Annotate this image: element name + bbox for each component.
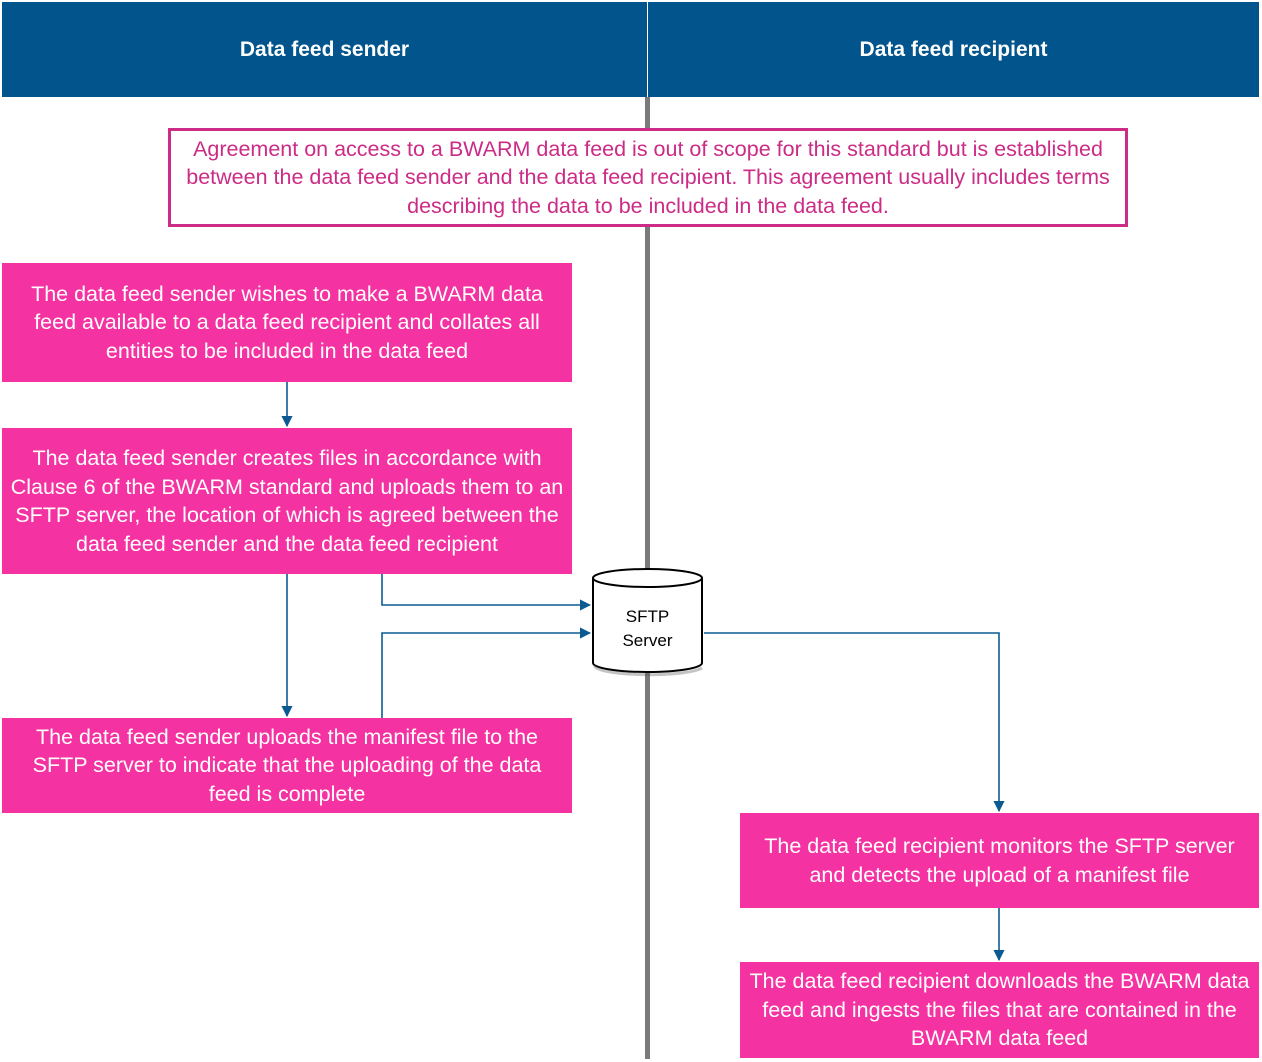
sftp-server-label-line2: Server xyxy=(622,631,672,650)
step-sender-upload-manifest: The data feed sender uploads the manifes… xyxy=(2,718,572,813)
step-recipient-monitor: The data feed recipient monitors the SFT… xyxy=(740,813,1259,908)
step-recipient-monitor-text: The data feed recipient monitors the SFT… xyxy=(764,834,1235,887)
step-recipient-download: The data feed recipient downloads the BW… xyxy=(740,962,1259,1058)
arrow-create-to-server xyxy=(381,574,592,611)
arrow-server-to-monitor xyxy=(704,632,1005,813)
lane-header-sender: Data feed sender xyxy=(2,2,647,97)
agreement-note: Agreement on access to a BWARM data feed… xyxy=(168,128,1128,227)
step-sender-upload-manifest-text: The data feed sender uploads the manifes… xyxy=(32,724,542,806)
sftp-server-database-icon: SFTP Server xyxy=(592,568,703,677)
agreement-note-text: Agreement on access to a BWARM data feed… xyxy=(186,136,1110,218)
arrow-manifest-to-server xyxy=(381,627,592,718)
step-recipient-download-text: The data feed recipient downloads the BW… xyxy=(749,969,1250,1051)
step-sender-collate: The data feed sender wishes to make a BW… xyxy=(2,263,572,382)
step-sender-create-files-text: The data feed sender creates files in ac… xyxy=(10,446,564,556)
sftp-server-label-line1: SFTP xyxy=(626,607,669,626)
step-sender-collate-text: The data feed sender wishes to make a BW… xyxy=(31,281,543,363)
lane-header-recipient: Data feed recipient xyxy=(648,2,1259,97)
step-sender-create-files: The data feed sender creates files in ac… xyxy=(2,428,572,574)
